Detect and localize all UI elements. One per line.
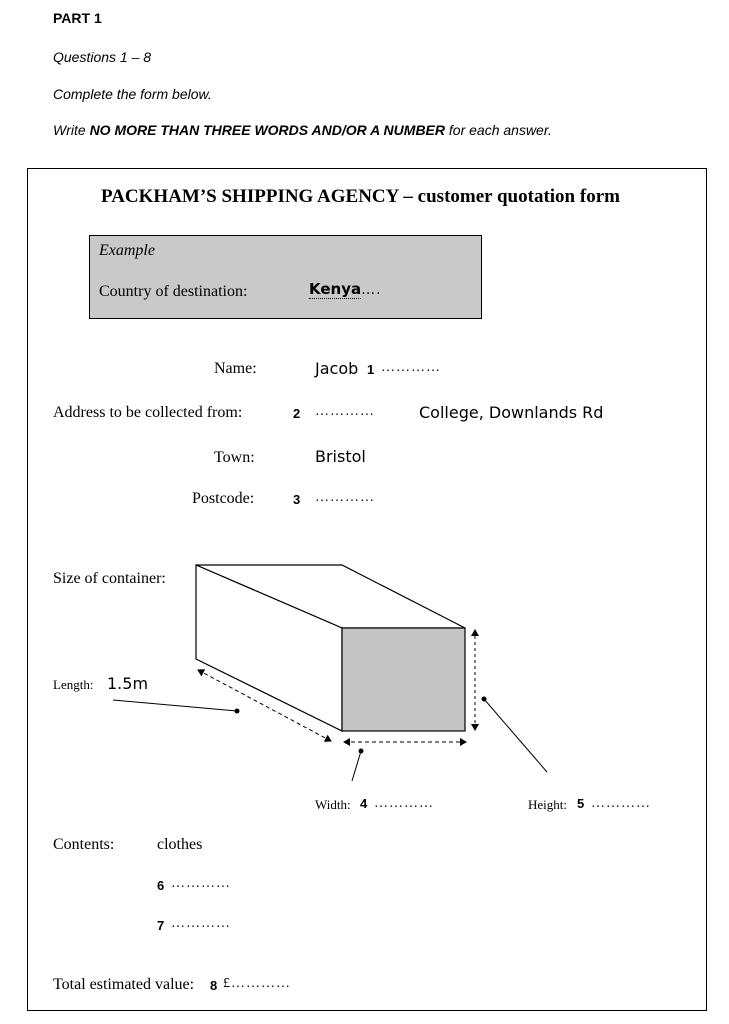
address-value: College, Downlands Rd [419,403,604,422]
question-2-number: 2 [293,406,301,421]
width-pointer-dot [358,748,364,754]
example-field-label: Country of destination: [99,283,248,300]
question-1-number: 1 [367,362,375,377]
town-label: Town: [214,449,255,466]
width-pointer-line [351,750,362,782]
question-3-number: 3 [293,492,301,507]
question-6-number: 6 [157,878,165,893]
example-dots: …. [361,282,382,298]
name-value: Jacob [315,359,359,378]
question-8-blank[interactable]: £………… [223,976,291,991]
instruction-complete-form: Complete the form below. [53,86,212,102]
container-size-label: Size of container: [53,570,166,587]
total-value-label: Total estimated value: [53,976,195,993]
container-front-face [341,627,466,732]
question-5-blank[interactable]: ………… [591,796,651,811]
postcode-label: Postcode: [192,490,255,507]
instruction-bold: NO MORE THAN THREE WORDS AND/OR A NUMBER [89,122,445,138]
contents-label: Contents: [53,836,115,853]
form-title: PACKHAM’S SHIPPING AGENCY – customer quo… [101,186,620,207]
instruction-post: for each answer. [445,122,552,138]
length-pointer-line [112,699,238,712]
example-answer-text: Kenya [309,280,362,299]
name-label: Name: [214,360,257,377]
height-label: Height: [528,797,567,812]
question-2-blank[interactable]: ………… [315,404,375,419]
part-title: PART 1 [53,10,102,26]
length-value: 1.5m [107,674,149,693]
height-pointer-line [483,698,548,773]
quotation-form-box [27,168,707,1011]
example-label: Example [99,242,155,259]
questions-range: Questions 1 – 8 [53,49,152,65]
question-1-blank[interactable]: ………… [381,360,441,375]
town-value: Bristol [315,447,366,466]
question-8-number: 8 [210,978,218,993]
question-7-blank[interactable]: ………… [171,916,231,931]
address-label: Address to be collected from: [53,404,243,421]
example-box [89,235,482,319]
contents-item-clothes: clothes [157,836,203,853]
instruction-pre: Write [53,122,90,138]
question-5-number: 5 [577,796,585,811]
question-4-number: 4 [360,796,368,811]
width-label: Width: [315,797,351,812]
question-7-number: 7 [157,918,165,933]
question-4-blank[interactable]: ………… [374,796,434,811]
length-label: Length: [53,677,94,692]
length-pointer-dot [234,708,240,714]
question-3-blank[interactable]: ………… [315,490,375,505]
instruction-word-limit: Write NO MORE THAN THREE WORDS AND/OR A … [53,122,552,138]
question-6-blank[interactable]: ………… [171,876,231,891]
example-answer: Kenya…. [309,280,382,299]
height-pointer-dot [481,696,487,702]
